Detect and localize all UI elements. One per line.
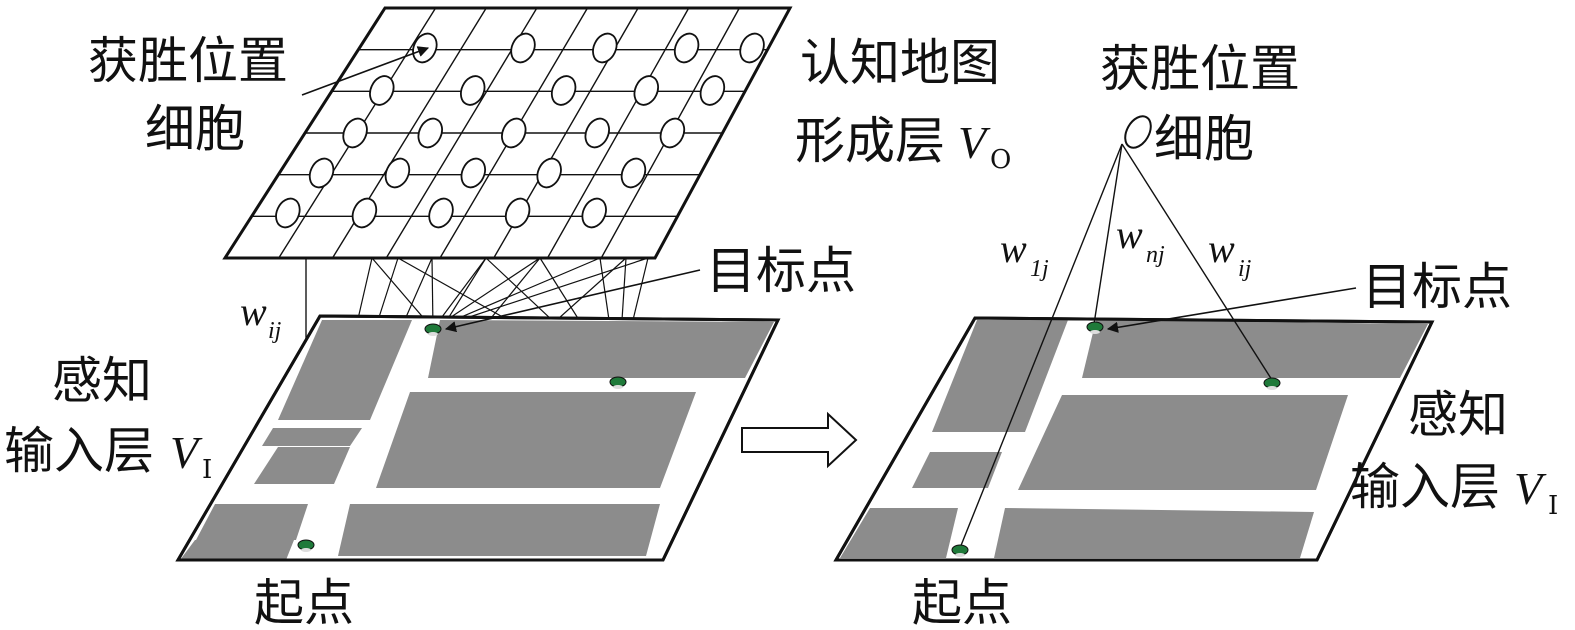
map-layer-subscript: O	[990, 145, 1011, 175]
right-wn-subscript: nj	[1146, 242, 1165, 268]
obstacle	[912, 452, 1002, 488]
place-cell	[581, 197, 607, 229]
right-start-label: 起点	[912, 574, 1012, 630]
obstacle	[1018, 395, 1348, 490]
place-cell	[369, 75, 395, 106]
place-cell	[536, 157, 562, 189]
obstacle	[428, 320, 774, 378]
obstacle	[994, 508, 1314, 558]
place-cell	[460, 157, 487, 189]
right-target-arrow	[1106, 287, 1357, 333]
place-cell	[308, 157, 335, 189]
left-side-node	[609, 376, 627, 389]
right-w1-symbol: w	[1000, 226, 1027, 271]
transition-arrow	[741, 411, 858, 469]
left-start-node	[297, 539, 315, 552]
place-cell	[620, 157, 647, 189]
cognitive-map-layer	[222, 6, 793, 260]
left-weight-subscript: ij	[268, 318, 282, 344]
obstacle	[338, 504, 660, 556]
place-cell	[504, 197, 531, 229]
place-cell	[384, 157, 411, 189]
place-cell	[501, 117, 527, 149]
right-start-node	[951, 544, 969, 557]
right-perception-input-layer	[833, 316, 1435, 562]
obstacle	[840, 508, 958, 558]
target-arrow	[444, 269, 701, 333]
right-input-layer-label-line1: 感知	[1408, 386, 1508, 444]
left-target-label: 目标点	[706, 242, 856, 300]
obstacle	[1082, 320, 1428, 378]
obstacle	[180, 540, 294, 560]
right-wi-symbol: w	[1208, 226, 1235, 271]
place-cell	[459, 75, 486, 106]
right-input-layer-label-line2: 输入层	[1350, 458, 1500, 516]
place-cell	[739, 32, 765, 64]
right-winning-cell	[1124, 115, 1152, 149]
place-cell	[633, 75, 659, 106]
place-cell	[275, 197, 301, 229]
map-layer-symbol: V	[958, 117, 991, 168]
right-wi-subscript: ij	[1238, 256, 1252, 282]
right-target-node	[1086, 321, 1104, 334]
left-input-layer-subscript: I	[202, 455, 212, 485]
right-connection-lines	[959, 143, 1273, 549]
left-winning-cell-label-line1: 获胜位置	[88, 32, 288, 90]
left-winning-cell-label-line2: 细胞	[145, 100, 245, 158]
right-input-layer-subscript: I	[1548, 491, 1558, 521]
place-cell	[592, 32, 618, 64]
right-input-layer-symbol: V	[1514, 463, 1547, 514]
winning-cell-arrow	[301, 46, 430, 96]
left-input-layer-symbol: V	[170, 427, 203, 478]
left-weight-symbol: w	[240, 289, 267, 334]
right-wn-symbol: w	[1116, 212, 1143, 257]
right-winning-cell-label-line1: 获胜位置	[1100, 40, 1300, 98]
obstacle	[376, 392, 696, 488]
right-winning-cell-label-line2: 细胞	[1154, 110, 1254, 168]
place-cell	[550, 75, 577, 106]
left-input-layer-label-line2: 输入层	[4, 422, 154, 480]
place-cell	[428, 197, 454, 229]
place-cell	[417, 117, 443, 149]
obstacle	[932, 320, 1068, 432]
place-cell	[673, 32, 700, 64]
left-target-node	[424, 323, 442, 336]
right-w1-subscript: 1j	[1030, 256, 1049, 282]
place-cell	[584, 117, 610, 149]
place-cell	[659, 117, 686, 149]
map-layer-label-line2: 形成层	[795, 112, 945, 170]
obstacle	[262, 428, 362, 446]
place-cell	[699, 75, 726, 106]
place-cell	[351, 197, 378, 229]
place-cell	[510, 32, 536, 64]
right-target-label: 目标点	[1362, 258, 1512, 316]
left-perception-input-layer	[175, 314, 781, 562]
right-side-node	[1263, 377, 1281, 390]
place-cell	[342, 117, 368, 149]
map-layer-label-line1: 认知地图	[800, 34, 1000, 92]
obstacle	[254, 447, 350, 484]
left-input-layer-label-line1: 感知	[52, 352, 152, 410]
obstacle	[278, 320, 412, 420]
left-start-label: 起点	[254, 574, 354, 630]
obstacle	[196, 504, 308, 540]
